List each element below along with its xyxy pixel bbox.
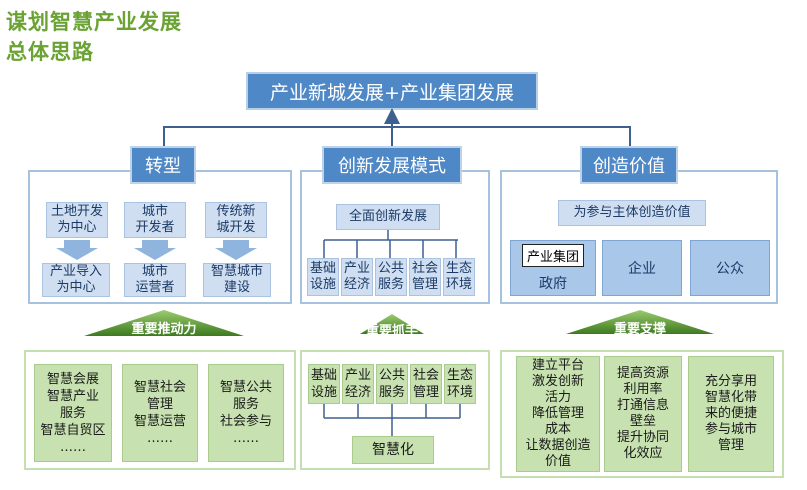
leaf-public-service: 公共 服务 (375, 258, 407, 296)
innovation-title: 创新发展模式 (322, 146, 462, 184)
stakeholder-enterprise: 企业 (602, 240, 682, 296)
bottom-leaf-social-management: 社会 管理 (410, 364, 442, 404)
industry-group-tag: 产业集团 (521, 243, 584, 267)
from-item-traditional: 传统新 城开发 (205, 202, 267, 238)
to-item-industry: 产业导入 为中心 (42, 263, 110, 297)
value-title: 创造价值 (580, 146, 678, 184)
transform-title: 转型 (130, 146, 196, 184)
page-title: 谋划智慧产业发展 (6, 10, 182, 34)
page-subtitle: 总体思路 (6, 40, 94, 64)
value-subtitle: 为参与主体创造价值 (558, 200, 706, 226)
innovation-root: 全面创新发展 (336, 204, 440, 230)
stakeholder-public: 公众 (690, 240, 770, 296)
bottom-item-convenience: 充分享用 智慧化带 来的便捷 参与城市 管理 (688, 356, 774, 472)
bottom-leaf-infrastructure: 基础 设施 (308, 364, 340, 404)
bottom-item-exhibition: 智慧会展 智慧产业 服务 智慧自贸区 …… (34, 364, 112, 462)
smart-root: 智慧化 (352, 436, 434, 464)
arrow-label-grip: 重要抓手 (365, 324, 418, 339)
from-item-developer: 城市 开发者 (124, 202, 186, 238)
bottom-item-social: 智慧社会 管理 智慧运营 …… (122, 364, 198, 462)
leaf-economy: 产业 经济 (341, 258, 373, 296)
arrow-label-drive: 重要推动力 (131, 322, 197, 337)
to-item-smart-city: 智慧城市 建设 (203, 263, 271, 297)
to-item-operator: 城市 运营者 (124, 263, 186, 297)
arrow-label-support: 重要支撑 (613, 322, 666, 337)
leaf-social-management: 社会 管理 (409, 258, 441, 296)
leaf-ecology: 生态 环境 (443, 258, 475, 296)
from-item-land: 土地开发 为中心 (46, 202, 108, 238)
bottom-item-public: 智慧公共 服务 社会参与 …… (208, 364, 284, 462)
bottom-item-platform: 建立平台 激发创新 活力 降低管理 成本 让数据创造 价值 (516, 356, 600, 472)
bottom-leaf-ecology: 生态 环境 (444, 364, 476, 404)
bottom-leaf-public-service: 公共 服务 (376, 364, 408, 404)
bottom-item-resources: 提高资源 利用率 打通信息 壁垒 提升协同 化效应 (604, 356, 682, 472)
bottom-leaf-economy: 产业 经济 (342, 364, 374, 404)
leaf-infrastructure: 基础 设施 (307, 258, 339, 296)
stakeholder-government: 产业集团 政府 (510, 240, 596, 296)
